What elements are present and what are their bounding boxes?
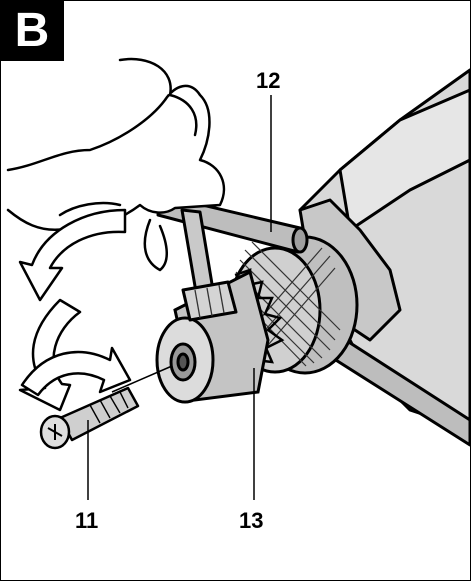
screw-icon [39, 386, 140, 450]
callout-11: 11 [75, 508, 99, 533]
callout-12: 12 [256, 68, 281, 93]
leader-lines [87, 95, 272, 500]
rotation-arrow-icon [18, 208, 132, 412]
hand-icon [6, 57, 226, 272]
figure-letter: B [0, 0, 64, 61]
callout-13: 13 [239, 508, 264, 533]
